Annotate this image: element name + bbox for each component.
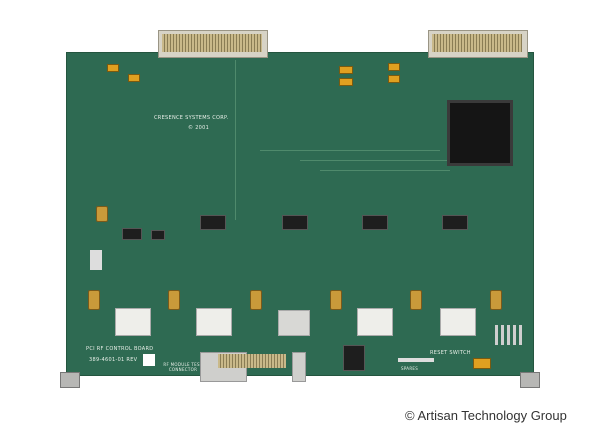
connector-pins xyxy=(162,34,262,52)
capacitor xyxy=(388,75,400,83)
sma-connector xyxy=(88,290,100,310)
sma-connector xyxy=(96,206,108,222)
main-ic-chip xyxy=(447,100,513,166)
capacitor xyxy=(128,74,140,82)
capacitor xyxy=(107,64,119,72)
rev-sticker xyxy=(143,354,155,366)
ic-chip xyxy=(200,215,226,230)
reset-switch xyxy=(473,358,491,369)
watermark: © Artisan Technology Group xyxy=(405,408,567,423)
label-sticker xyxy=(90,250,102,270)
sma-connector xyxy=(250,290,262,310)
ic-chip xyxy=(122,228,142,240)
test-connector-pins xyxy=(218,354,286,368)
white-connector xyxy=(357,308,393,336)
manufacturer-label: CRESENCE SYSTEMS CORP. xyxy=(154,115,229,121)
trace xyxy=(235,60,236,220)
pin-header xyxy=(495,325,525,345)
white-connector xyxy=(440,308,476,336)
ic-chip xyxy=(151,230,165,240)
spares-header xyxy=(398,358,434,362)
connector-pins xyxy=(432,34,522,52)
trace xyxy=(320,170,450,171)
mounting-bracket-right xyxy=(520,372,540,388)
trace xyxy=(260,150,440,151)
ic-chip xyxy=(362,215,388,230)
white-connector xyxy=(278,310,310,336)
white-connector xyxy=(115,308,151,336)
sma-connector xyxy=(410,290,422,310)
capacitor xyxy=(388,63,400,71)
trace xyxy=(300,160,450,161)
board-name-label: PCI RF CONTROL BOARD xyxy=(86,346,154,352)
ic-chip xyxy=(282,215,308,230)
capacitor xyxy=(339,78,353,86)
mounting-bracket-left xyxy=(60,372,80,388)
part-number-label: 389-4601-01 REV xyxy=(89,357,138,363)
sma-connector xyxy=(330,290,342,310)
capacitor xyxy=(339,66,353,74)
ic-chip xyxy=(343,345,365,371)
white-connector xyxy=(196,308,232,336)
ic-chip xyxy=(442,215,468,230)
sma-connector xyxy=(490,290,502,310)
reset-switch-label: RESET SWITCH xyxy=(430,350,471,356)
copyright-year-label: © 2001 xyxy=(188,125,210,131)
test-connector-frame xyxy=(292,352,306,382)
spares-label: SPARES xyxy=(401,366,419,371)
test-connector-label: RF MODULE TEST CONNECTOR xyxy=(163,362,203,372)
sma-connector xyxy=(168,290,180,310)
